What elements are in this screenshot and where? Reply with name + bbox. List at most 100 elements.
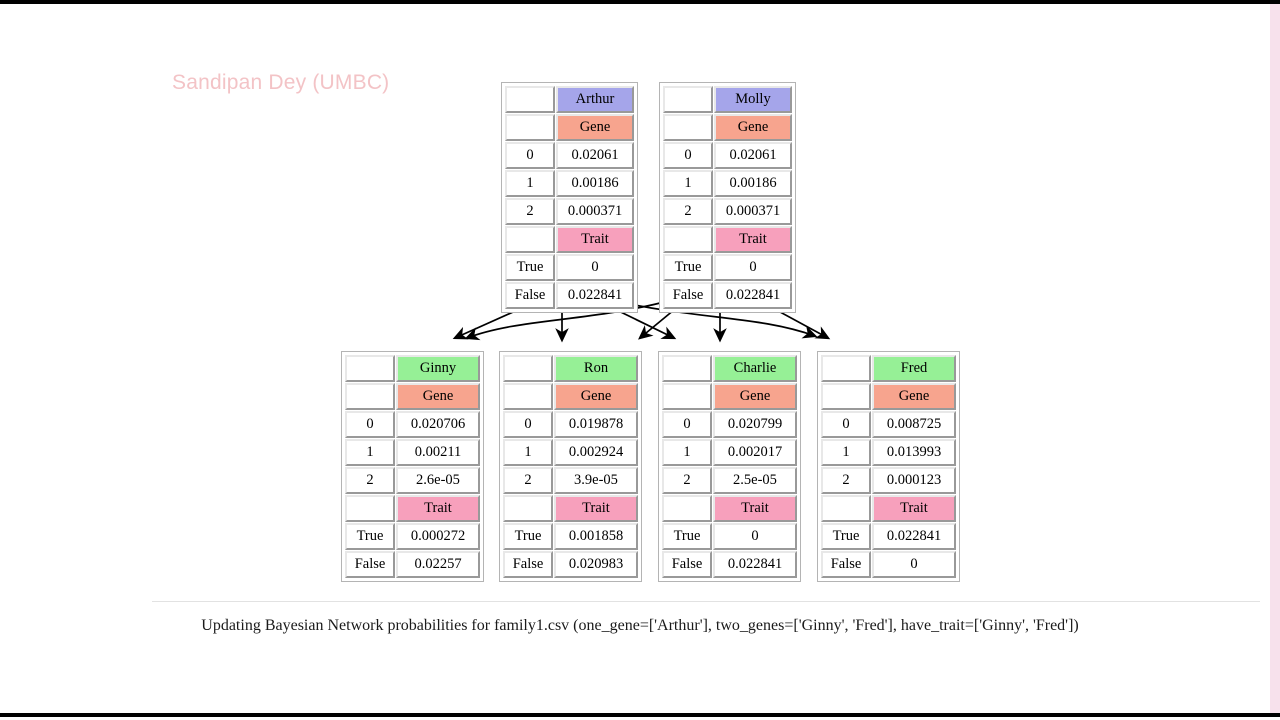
node-molly-gene-value-1: 0.00186 xyxy=(714,170,792,197)
node-fred-trait-label-true: True xyxy=(821,523,871,550)
node-ron-gene-label-2: 2 xyxy=(503,467,553,494)
node-ginny[interactable]: Ginny Gene 0 0.020706 1 0.00211 2 2.6e-0… xyxy=(341,351,484,582)
node-fred-trait-value-false: 0 xyxy=(872,551,956,578)
node-charlie-trait-label-true: True xyxy=(662,523,712,550)
node-ginny-trait-label-false: False xyxy=(345,551,395,578)
node-charlie-trait-header: Trait xyxy=(713,495,797,522)
node-molly-gene-label-0: 0 xyxy=(663,142,713,169)
node-molly-trait-value-true: 0 xyxy=(714,254,792,281)
node-ron-gene-value-0: 0.019878 xyxy=(554,411,638,438)
node-ginny-trait-value-false: 0.02257 xyxy=(396,551,480,578)
node-ron-gene-label-1: 1 xyxy=(503,439,553,466)
node-fred[interactable]: Fred Gene 0 0.008725 1 0.013993 2 0.0001… xyxy=(817,351,960,582)
node-charlie-blank-name xyxy=(662,355,712,382)
node-molly-trait-header: Trait xyxy=(714,226,792,253)
node-molly-gene-label-2: 2 xyxy=(663,198,713,225)
node-fred-blank-trait xyxy=(821,495,871,522)
node-arthur-trait-value-false: 0.022841 xyxy=(556,282,634,309)
node-arthur-trait-value-true: 0 xyxy=(556,254,634,281)
node-arthur-blank-gene xyxy=(505,114,555,141)
node-ron-trait-label-false: False xyxy=(503,551,553,578)
node-charlie-gene-header: Gene xyxy=(713,383,797,410)
node-arthur[interactable]: Arthur Gene 0 0.02061 1 0.00186 2 0.0003… xyxy=(501,82,638,313)
node-arthur-gene-value-2: 0.000371 xyxy=(556,198,634,225)
node-fred-trait-label-false: False xyxy=(821,551,871,578)
node-charlie-trait-value-false: 0.022841 xyxy=(713,551,797,578)
right-edge-strip xyxy=(1270,4,1280,713)
node-fred-blank-gene xyxy=(821,383,871,410)
caption-text: Updating Bayesian Network probabilities … xyxy=(201,617,1079,634)
node-charlie-blank-trait xyxy=(662,495,712,522)
node-ginny-gene-label-2: 2 xyxy=(345,467,395,494)
node-ginny-gene-value-2: 2.6e-05 xyxy=(396,467,480,494)
node-ginny-gene-header: Gene xyxy=(396,383,480,410)
node-fred-title: Fred xyxy=(872,355,956,382)
node-fred-trait-header: Trait xyxy=(872,495,956,522)
node-arthur-title: Arthur xyxy=(556,86,634,113)
node-ginny-gene-label-1: 1 xyxy=(345,439,395,466)
node-ginny-blank-gene xyxy=(345,383,395,410)
node-ginny-gene-value-0: 0.020706 xyxy=(396,411,480,438)
node-arthur-trait-label-false: False xyxy=(505,282,555,309)
caption-divider xyxy=(152,601,1260,602)
node-fred-gene-value-2: 0.000123 xyxy=(872,467,956,494)
node-charlie-trait-label-false: False xyxy=(662,551,712,578)
node-charlie-gene-value-0: 0.020799 xyxy=(713,411,797,438)
node-ron-title: Ron xyxy=(554,355,638,382)
node-charlie-gene-value-2: 2.5e-05 xyxy=(713,467,797,494)
node-fred-gene-value-1: 0.013993 xyxy=(872,439,956,466)
node-fred-gene-label-0: 0 xyxy=(821,411,871,438)
node-ginny-title: Ginny xyxy=(396,355,480,382)
node-ron-trait-value-true: 0.001858 xyxy=(554,523,638,550)
node-molly-blank-name xyxy=(663,86,713,113)
node-ginny-trait-value-true: 0.000272 xyxy=(396,523,480,550)
node-ginny-gene-value-1: 0.00211 xyxy=(396,439,480,466)
node-arthur-trait-header: Trait xyxy=(556,226,634,253)
node-ron-blank-name xyxy=(503,355,553,382)
letterbox-bar-top xyxy=(0,0,1280,4)
node-charlie[interactable]: Charlie Gene 0 0.020799 1 0.002017 2 2.5… xyxy=(658,351,801,582)
node-molly-gene-value-2: 0.000371 xyxy=(714,198,792,225)
node-ron-blank-trait xyxy=(503,495,553,522)
node-molly-gene-header: Gene xyxy=(714,114,792,141)
node-charlie-gene-label-1: 1 xyxy=(662,439,712,466)
node-arthur-blank-trait xyxy=(505,226,555,253)
node-ginny-blank-trait xyxy=(345,495,395,522)
node-ron-blank-gene xyxy=(503,383,553,410)
node-ron-gene-header: Gene xyxy=(554,383,638,410)
node-fred-trait-value-true: 0.022841 xyxy=(872,523,956,550)
node-arthur-trait-label-true: True xyxy=(505,254,555,281)
node-ron-trait-label-true: True xyxy=(503,523,553,550)
node-arthur-gene-header: Gene xyxy=(556,114,634,141)
node-molly-blank-gene xyxy=(663,114,713,141)
node-ron-trait-header: Trait xyxy=(554,495,638,522)
node-fred-gene-header: Gene xyxy=(872,383,956,410)
node-fred-gene-label-2: 2 xyxy=(821,467,871,494)
node-fred-gene-value-0: 0.008725 xyxy=(872,411,956,438)
node-ron-gene-value-2: 3.9e-05 xyxy=(554,467,638,494)
node-ron-gene-value-1: 0.002924 xyxy=(554,439,638,466)
node-molly[interactable]: Molly Gene 0 0.02061 1 0.00186 2 0.00037… xyxy=(659,82,796,313)
node-molly-title: Molly xyxy=(714,86,792,113)
node-molly-trait-value-false: 0.022841 xyxy=(714,282,792,309)
node-fred-blank-name xyxy=(821,355,871,382)
node-charlie-gene-label-2: 2 xyxy=(662,467,712,494)
node-molly-gene-label-1: 1 xyxy=(663,170,713,197)
node-arthur-gene-label-1: 1 xyxy=(505,170,555,197)
node-fred-gene-label-1: 1 xyxy=(821,439,871,466)
letterbox-bar-bottom xyxy=(0,713,1280,717)
node-arthur-gene-label-0: 0 xyxy=(505,142,555,169)
node-arthur-blank-name xyxy=(505,86,555,113)
node-ginny-trait-header: Trait xyxy=(396,495,480,522)
node-molly-trait-label-true: True xyxy=(663,254,713,281)
node-charlie-gene-label-0: 0 xyxy=(662,411,712,438)
node-charlie-trait-value-true: 0 xyxy=(713,523,797,550)
node-ron[interactable]: Ron Gene 0 0.019878 1 0.002924 2 3.9e-05… xyxy=(499,351,642,582)
node-molly-trait-label-false: False xyxy=(663,282,713,309)
node-ron-trait-value-false: 0.020983 xyxy=(554,551,638,578)
watermark-author: Sandipan Dey (UMBC) xyxy=(172,71,390,94)
node-ginny-blank-name xyxy=(345,355,395,382)
node-ginny-trait-label-true: True xyxy=(345,523,395,550)
node-arthur-gene-value-1: 0.00186 xyxy=(556,170,634,197)
